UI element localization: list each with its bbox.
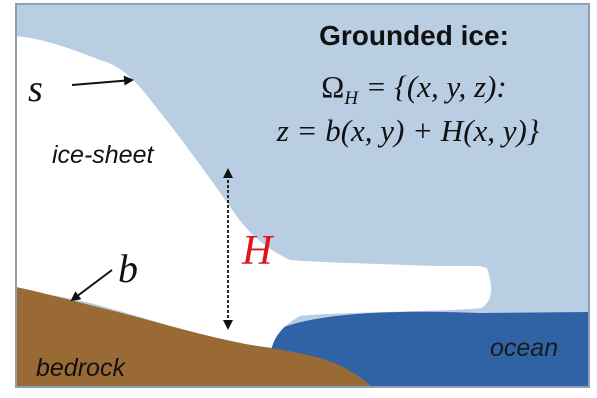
ice-sheet-label: ice-sheet <box>52 141 154 169</box>
thickness-label: H <box>241 228 275 274</box>
formula-line-2: z = b(x, y) + H(x, y)} <box>276 113 540 148</box>
formula-line-1-rest: = {(x, y, z): <box>358 69 507 104</box>
grounded-ice-title: Grounded ice: <box>319 20 509 51</box>
base-label: b <box>118 246 138 291</box>
ocean-label: ocean <box>490 334 558 362</box>
formula-omega-subscript: H <box>343 88 359 109</box>
surface-label: s <box>28 68 43 110</box>
formula-omega: Ω <box>321 69 344 104</box>
bedrock-label: bedrock <box>36 354 126 382</box>
